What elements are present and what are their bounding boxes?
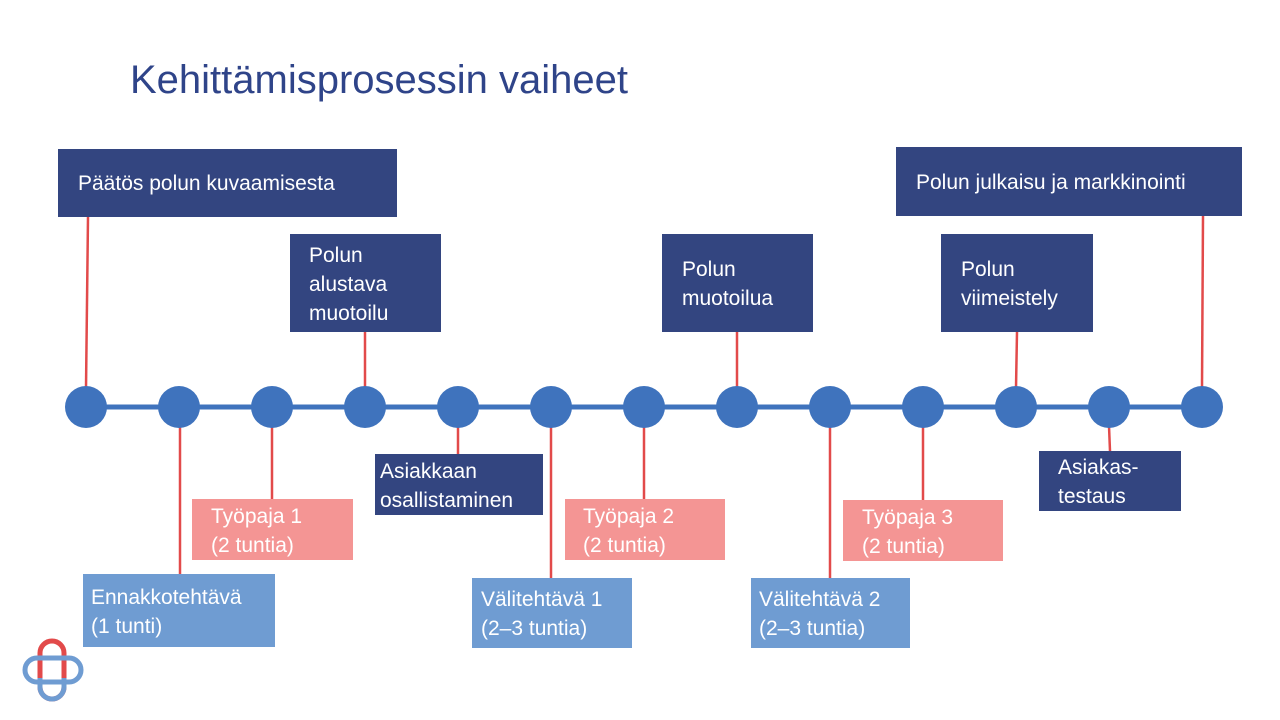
connector-lines xyxy=(84,215,1205,578)
timeline-node xyxy=(1181,386,1223,428)
timeline-node xyxy=(344,386,386,428)
connector-julkaisu xyxy=(1200,215,1205,389)
box-ennakko: Ennakkotehtävä (1 tunti) xyxy=(83,574,275,647)
connector-viimeistely xyxy=(1014,331,1019,389)
timeline-node xyxy=(251,386,293,428)
timeline-node xyxy=(437,386,479,428)
box-viimeistely: Polun viimeistely xyxy=(941,234,1093,332)
box-tyopaja2: Työpaja 2 (2 tuntia) xyxy=(565,499,725,560)
timeline-node xyxy=(623,386,665,428)
box-paatos: Päätös polun kuvaamisesta xyxy=(58,149,397,217)
box-vali1: Välitehtävä 1 (2–3 tuntia) xyxy=(472,578,632,648)
timeline-node xyxy=(158,386,200,428)
timeline-node xyxy=(902,386,944,428)
timeline-node xyxy=(1088,386,1130,428)
connector-asiakastestaus xyxy=(1107,425,1112,452)
box-asiakastestaus: Asiakas- testaus xyxy=(1039,451,1181,511)
box-tyopaja3: Työpaja 3 (2 tuntia) xyxy=(843,500,1003,561)
box-tyopaja1: Työpaja 1 (2 tuntia) xyxy=(192,499,353,560)
box-vali2: Välitehtävä 2 (2–3 tuntia) xyxy=(751,578,910,648)
timeline-node xyxy=(716,386,758,428)
cross-rings-logo-icon xyxy=(22,638,84,702)
connector-paatos xyxy=(84,216,90,389)
timeline-node xyxy=(809,386,851,428)
timeline-nodes xyxy=(65,386,1223,428)
slide-title: Kehittämisprosessin vaiheet xyxy=(130,58,629,102)
box-muotoilua: Polun muotoilua xyxy=(662,234,813,332)
timeline-node xyxy=(65,386,107,428)
timeline-node xyxy=(530,386,572,428)
box-julkaisu: Polun julkaisu ja markkinointi xyxy=(896,147,1242,216)
box-asiakkaan: Asiakkaan osallistaminen xyxy=(375,454,543,515)
box-alustava: Polun alustava muotoilu xyxy=(290,234,441,332)
timeline-node xyxy=(995,386,1037,428)
